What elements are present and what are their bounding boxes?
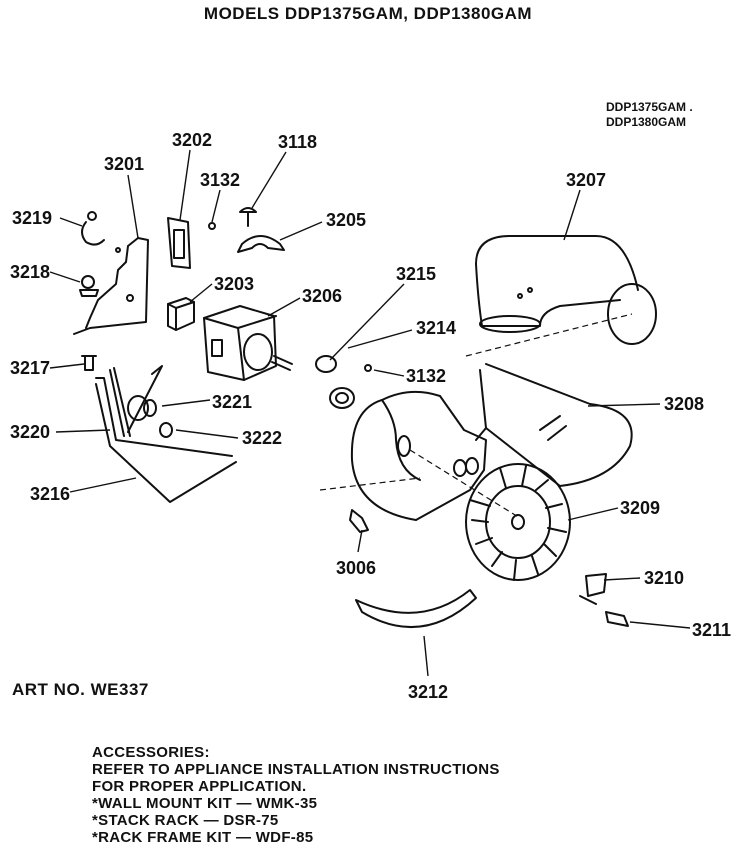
part-3218-screw [79,275,99,297]
label-3207: 3207 [566,170,606,190]
label-3209: 3209 [620,498,660,518]
part-3208-duct [475,363,633,487]
part-3210-clip [579,573,607,605]
label-3206: 3206 [302,286,342,306]
accessories-line: REFER TO APPLIANCE INSTALLATION INSTRUCT… [92,761,500,778]
leader-lines [49,149,691,677]
part-3132-screw-lower [364,364,372,372]
part-3211-screw [605,611,629,627]
part-3203-relay [167,297,195,331]
label-3203: 3203 [214,274,254,294]
accessories-line: *WALL MOUNT KIT — WMK-35 [92,795,318,812]
part-3206-motor [203,305,293,381]
part-labels: 3201 3202 3132 3118 3219 3205 3218 3203 … [10,130,731,702]
art-number: ART NO. WE337 [12,680,149,699]
label-3214: 3214 [416,318,456,338]
label-3219: 3219 [12,208,52,228]
part-3201-bracket [73,237,149,335]
label-3210: 3210 [644,568,684,588]
label-3201: 3201 [104,154,144,174]
part-3207-elbow-duct [475,235,657,345]
label-3006: 3006 [336,558,376,578]
part-3132-screw [208,222,216,230]
label-3217: 3217 [10,358,50,378]
page-title: MODELS DDP1375GAM, DDP1380GAM [203,4,533,23]
label-3212: 3212 [408,682,448,702]
models-note: DDP1375GAM . DDP1380GAM [606,100,693,130]
part-3118-screw [239,207,257,227]
label-3205: 3205 [326,210,366,230]
label-3222: 3222 [242,428,282,448]
label-3216: 3216 [30,484,70,504]
part-3217-screw [81,355,97,371]
label-3220: 3220 [10,422,50,442]
label-3218: 3218 [10,262,50,282]
model-line-2: DDP1380GAM [606,115,687,129]
label-3132-lower: 3132 [406,366,446,386]
part-3209-blower-wheel [465,463,571,581]
accessories-heading: ACCESSORIES: [92,744,210,761]
accessories-line: *RACK FRAME KIT — WDF-85 [92,829,314,846]
part-3202-plate [167,217,191,269]
label-3208: 3208 [664,394,704,414]
label-3215: 3215 [396,264,436,284]
model-line-1: DDP1375GAM . [606,100,693,114]
part-3215-seal [315,355,355,409]
label-3211: 3211 [692,620,731,640]
part-blower-housing [350,390,487,521]
accessories-line: FOR PROPER APPLICATION. [92,778,307,795]
accessories-block: ACCESSORIES: REFER TO APPLIANCE INSTALLA… [92,744,500,846]
part-3212-shield [355,589,477,629]
label-3221: 3221 [212,392,252,412]
part-3222-washer [159,422,173,438]
label-3118: 3118 [278,132,317,152]
part-3006-screw [349,509,369,533]
part-3216-idler-arm [95,365,237,503]
part-3219-clip [81,211,105,246]
label-3202: 3202 [172,130,212,150]
accessories-line: *STACK RACK — DSR-75 [92,812,279,829]
assembly-lines [319,313,633,519]
label-3132-top: 3132 [200,170,240,190]
part-3221-pulley [127,395,157,421]
part-3205-clamp [237,235,285,253]
